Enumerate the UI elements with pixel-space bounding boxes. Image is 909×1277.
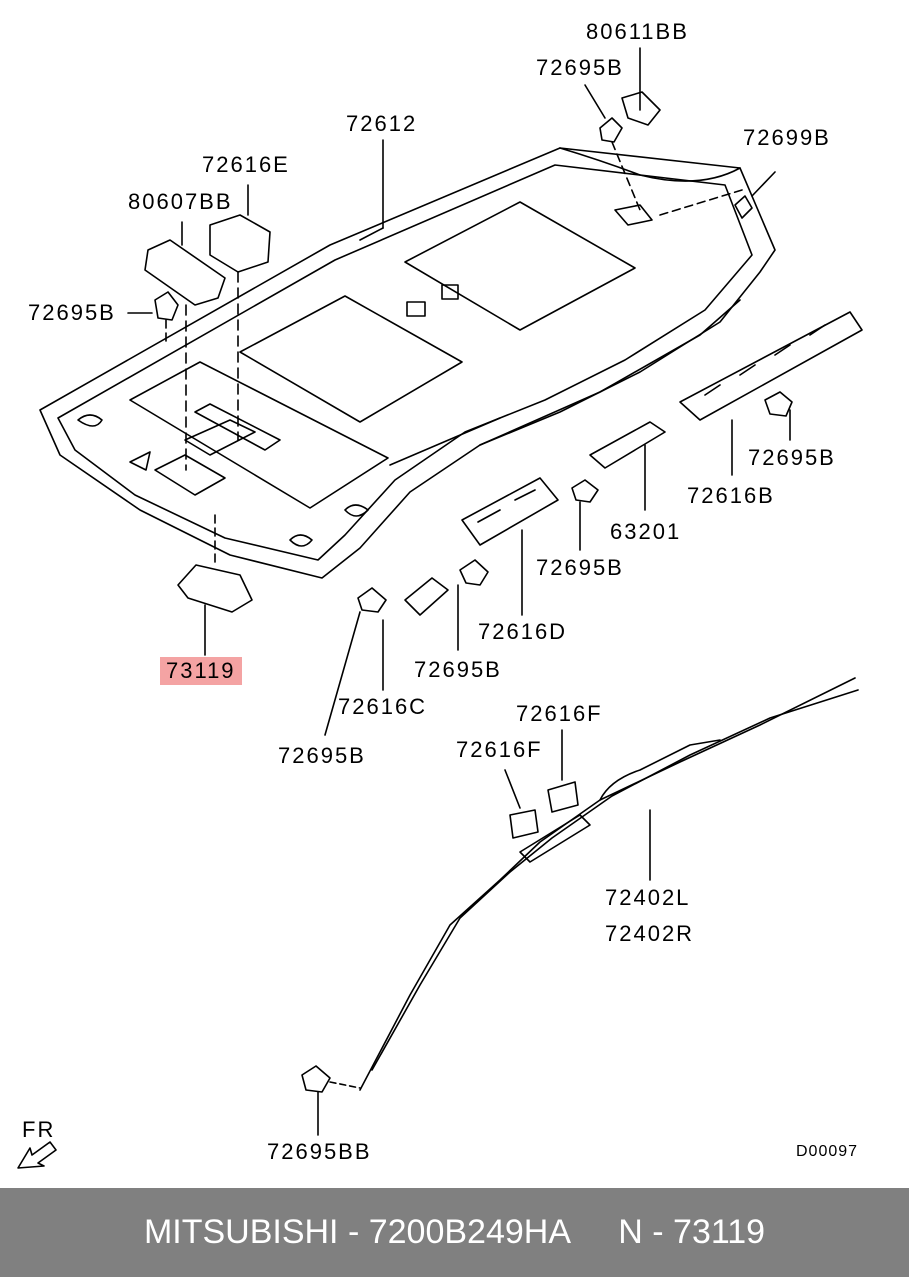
footer-gap [571,1213,618,1252]
label-72616E: 72616E [202,152,290,177]
bracket-72616C [404,577,449,616]
label-72699B: 72699B [743,125,831,150]
label-72695B-d: 72695B [414,657,502,682]
clip-72695B-d [459,559,489,586]
footer-item-number: 73119 [673,1213,766,1251]
dome-lamp-73119 [177,564,253,613]
label-72695B-left: 72695B [28,300,116,325]
label-72402L: 72402L [605,885,691,910]
label-72616B: 72616B [687,483,775,508]
label-72695B-c: 72695B [278,743,366,768]
rail-72616B [679,311,863,421]
label-72616C: 72616C [338,694,428,719]
label-63201: 63201 [610,519,682,544]
headliner-outline [39,147,776,579]
headliner-inner-edge [57,164,753,561]
clip-72695B-left [154,291,179,321]
tape-72616F-1 [509,809,539,839]
label-72616D: 72616D [478,619,568,644]
footer-item-prefix: N - [618,1213,674,1251]
front-arrow-icon [17,1141,57,1169]
footer-part-number: 7200B249HA [368,1213,572,1251]
tape-72616E [209,214,271,273]
clip-72699B [734,195,753,219]
front-marker-label: FR [22,1117,56,1142]
footer-brand: MITSUBISHI [143,1213,339,1251]
bracket-80611BB [621,91,661,126]
part-63201 [589,421,666,469]
label-72612: 72612 [346,111,418,136]
bracket-72616D [461,477,559,546]
label-73119-highlighted: 73119 [160,657,242,685]
label-80611BB: 80611BB [586,19,689,44]
diagram-code: D00097 [796,1143,859,1160]
bracket-80607BB [144,239,226,306]
clip-72695B-c [357,587,387,613]
front-console-area [129,361,389,509]
middle-panel [239,295,463,423]
clip-72695BB [301,1065,331,1093]
footer-separator: - [338,1213,369,1251]
parts-diagram: 80611BB 72695B 72612 72699B 72616E 80607… [17,19,863,1169]
label-72695B-mid: 72695B [536,555,624,580]
label-72616F-lower: 72616F [456,737,543,762]
clip-72695B-mid [571,479,599,503]
clip-72695B-right [764,391,793,417]
label-72695B-top: 72695B [536,55,624,80]
footer-bar: MITSUBISHI - 7200B249HA N - 73119 [0,1188,909,1277]
curtain-airbag [359,677,856,1091]
tape-72616F-2 [547,781,579,813]
clip-72695B-top [599,117,623,143]
label-72616F-upper: 72616F [516,701,603,726]
label-72695BB: 72695BB [267,1139,372,1164]
rear-panel [404,201,636,331]
label-80607BB: 80607BB [128,189,233,214]
label-72402R: 72402R [605,921,695,946]
headliner-exploded-view [17,47,863,1169]
label-72695B-right: 72695B [748,445,836,470]
